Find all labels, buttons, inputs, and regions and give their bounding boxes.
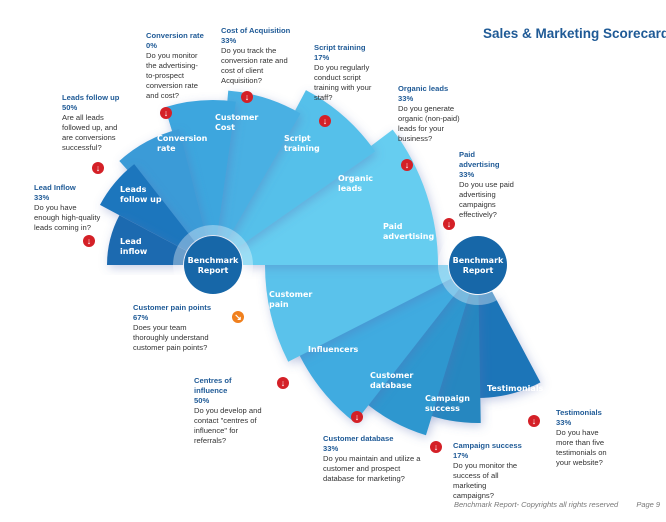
callout-percentage: 0% [146, 41, 157, 50]
callout-title: Campaign success [453, 441, 522, 450]
callout-title: Centres of influence [194, 376, 232, 395]
callout-percentage: 33% [221, 36, 237, 45]
arrow-down-icon: ↓ [319, 115, 331, 127]
arrow-down-icon: ↓ [351, 411, 363, 423]
arrow-down-right-icon: ↘ [232, 311, 244, 323]
upper-fan-segment-paid-advertising [236, 129, 438, 265]
callout-title: Testimonials [556, 408, 602, 417]
upper-fan-segment-lead-inflow [107, 215, 187, 265]
arrow-down-icon: ↓ [443, 218, 455, 230]
callout-title: Lead Inflow [34, 183, 76, 192]
callout-percentage: 33% [556, 418, 572, 427]
callout-percentage: 17% [314, 53, 330, 62]
arrow-down-icon: ↓ [528, 415, 540, 427]
callout-title: Script training [314, 43, 366, 52]
callout-percentage: 33% [459, 170, 475, 179]
callout-title: Leads follow up [62, 93, 120, 102]
callout-title: Paid advertising [459, 150, 500, 169]
arrow-down-icon: ↓ [241, 91, 253, 103]
callout-title: Organic leads [398, 84, 449, 93]
callout-percentage: 33% [323, 444, 339, 453]
callout-percentage: 33% [34, 193, 50, 202]
callout-question: Do you maintain and utilize a customer a… [323, 454, 421, 483]
lower-fan-segment-label: Testimonials [487, 384, 544, 393]
benchmark-report-hub [184, 236, 242, 294]
arrow-down-icon: ↓ [160, 107, 172, 119]
upper-fan-segment-conversion-rate [119, 129, 206, 243]
lower-fan-segment-customer-pain [265, 265, 452, 362]
lower-fan-segment-customer-database [358, 287, 470, 436]
callout-question: Do you track the conversion rate and cos… [221, 46, 288, 85]
callout-question: Do you regularly conduct script training… [314, 63, 372, 102]
callout-percentage: 17% [453, 451, 469, 460]
page-number: Page 9 [636, 500, 661, 509]
page-title: Sales & Marketing Scorecard [483, 26, 666, 41]
callout-title: Customer database [323, 434, 394, 443]
callout-question: Do you monitor the advertising-to-prospe… [146, 51, 198, 100]
upper-fan-segment-organic-leads [227, 90, 376, 248]
callout-title: Customer pain points [133, 303, 212, 312]
upper-fan-segment-leads-follow-up [99, 164, 195, 251]
benchmark-report-hub [449, 236, 507, 294]
callout-percentage: 50% [62, 103, 78, 112]
upper-fan-segment-customer-cost [164, 99, 236, 237]
callout-percentage: 50% [194, 396, 210, 405]
upper-fan-segment-script-training [215, 90, 301, 240]
arrow-down-icon: ↓ [277, 377, 289, 389]
callout-question: Does your team thoroughly understand cus… [133, 323, 209, 352]
lower-fan-segment-influencers [293, 276, 460, 423]
callout-question: Do you generate organic (non-paid) leads… [398, 104, 460, 143]
callout-question: Are all leads followed up, and are conve… [62, 113, 118, 152]
callout-title: Conversion rate [146, 31, 204, 40]
callout-question: Do you have enough high-quality leads co… [34, 203, 101, 232]
lower-fan-segment-testimonials [478, 291, 541, 398]
arrow-down-icon: ↓ [92, 162, 104, 174]
callout-question: Do you monitor the success of all market… [453, 461, 518, 500]
callout-question: Do you have more than five testimonials … [556, 428, 607, 467]
arrow-down-icon: ↓ [430, 441, 442, 453]
copyright-text: Benchmark Report- Copyrights all rights … [454, 500, 619, 509]
callout-percentage: 67% [133, 313, 149, 322]
footer: Benchmark Report- Copyrights all rights … [454, 500, 660, 509]
arrow-down-icon: ↓ [401, 159, 413, 171]
callout-percentage: 33% [398, 94, 414, 103]
callout-question: Do you develop and contact "centres of i… [194, 406, 262, 445]
callout-question: Do you use paid advertising campaigns ef… [459, 180, 514, 219]
arrow-down-icon: ↓ [83, 235, 95, 247]
lower-fan-segment-label: Influencers [308, 345, 359, 354]
callout-title: Cost of Acquisition [221, 26, 291, 35]
